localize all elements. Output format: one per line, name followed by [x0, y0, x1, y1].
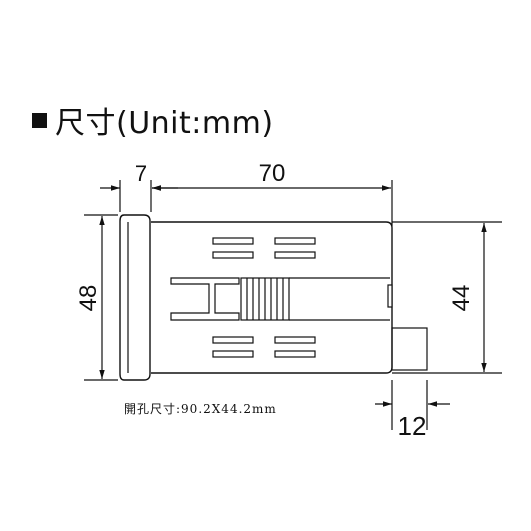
vent-slot — [212, 336, 254, 344]
square-bullet-icon — [32, 112, 47, 128]
vent-slot — [212, 237, 254, 245]
terminal-block — [391, 327, 428, 371]
side-tab — [387, 284, 393, 308]
cutout-note: 開孔尺寸:90.2X44.2mm — [124, 402, 277, 416]
vent-slot — [212, 251, 254, 259]
section-heading: 尺寸(Unit:mm) — [32, 100, 274, 141]
vent-slot — [274, 336, 316, 344]
vent-slot — [274, 237, 316, 245]
vent-slot — [274, 350, 316, 358]
dim-label-12: 12 — [398, 411, 427, 441]
heading-title: 尺寸(Unit:mm) — [55, 106, 274, 141]
vent-slot — [212, 350, 254, 358]
dim-label-48: 48 — [75, 285, 102, 312]
vent-slot — [274, 251, 316, 259]
dim-label-44: 44 — [448, 285, 475, 312]
dim-label-70: 70 — [259, 160, 286, 187]
mounting-clip — [170, 277, 240, 321]
dim-label-7: 7 — [135, 161, 147, 186]
front-bezel — [119, 214, 151, 381]
